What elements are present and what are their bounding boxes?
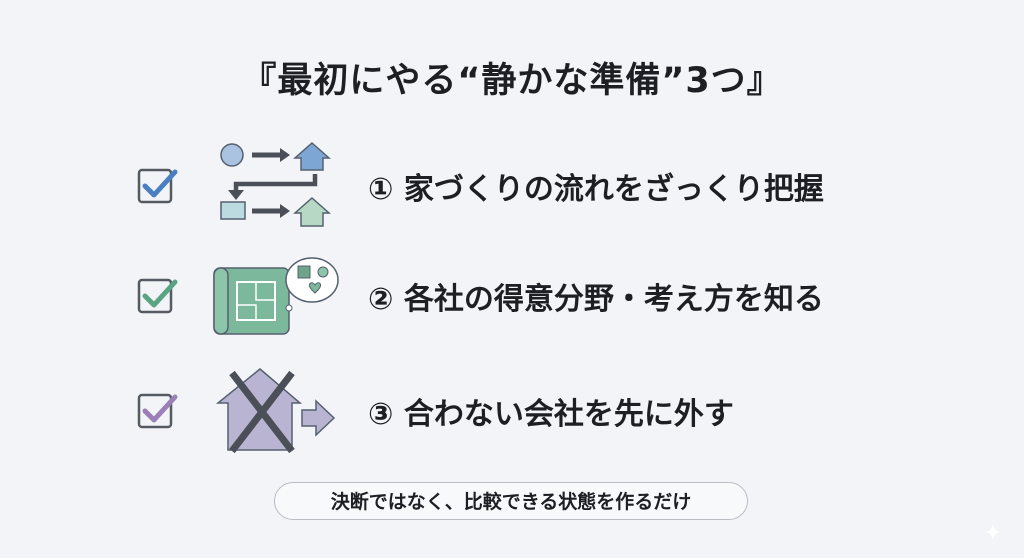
item-label: ② 各社の得意分野・考え方を知る — [368, 282, 824, 317]
checkbox-checked-icon — [137, 393, 178, 429]
list-item: ③ 合わない会社を先に外す — [0, 365, 1024, 455]
sparkle-icon: ✦ — [983, 521, 1002, 546]
footer-note: 決断ではなく、比較できる状態を作るだけ — [274, 482, 748, 520]
crossed-house-icon — [215, 368, 336, 454]
list-item: ① 家づくりの流れをざっくり把握 — [0, 140, 1024, 230]
page-title: 『最初にやる“静かな準備”3つ』 — [241, 61, 783, 101]
checkbox-checked-icon — [137, 168, 178, 204]
item-label: ① 家づくりの流れをざっくり把握 — [368, 172, 824, 207]
list-item: ② 各社の得意分野・考え方を知る — [0, 250, 1024, 340]
blueprint-thought-icon — [213, 257, 339, 335]
item-label: ③ 合わない会社を先に外す — [368, 397, 734, 432]
checkbox-checked-icon — [137, 278, 178, 314]
flow-diagram-icon — [220, 141, 331, 227]
